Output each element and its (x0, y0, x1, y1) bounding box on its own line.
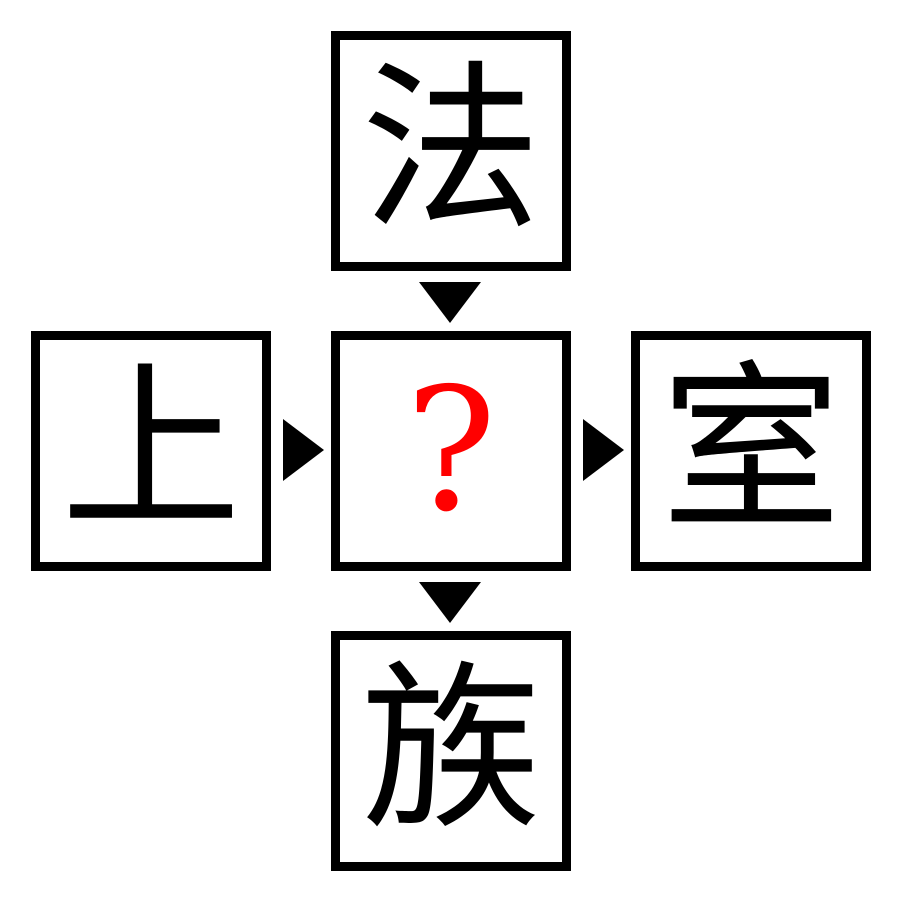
tile-top: 法 (331, 31, 571, 271)
tile-bottom-character: 族 (360, 646, 541, 855)
triangle-down-icon (419, 582, 481, 623)
tile-top-character: 法 (360, 46, 541, 255)
tile-left: 上 (31, 331, 271, 571)
triangle-down-icon (419, 282, 481, 323)
tile-center-answer[interactable]: ? (331, 331, 571, 571)
tile-left-character: 上 (60, 346, 241, 555)
triangle-right-icon (283, 419, 324, 481)
triangle-right-icon (583, 419, 624, 481)
tile-right: 室 (631, 331, 871, 571)
unknown-character-placeholder: ? (405, 352, 497, 550)
tile-bottom: 族 (331, 631, 571, 871)
tile-right-character: 室 (660, 346, 841, 555)
